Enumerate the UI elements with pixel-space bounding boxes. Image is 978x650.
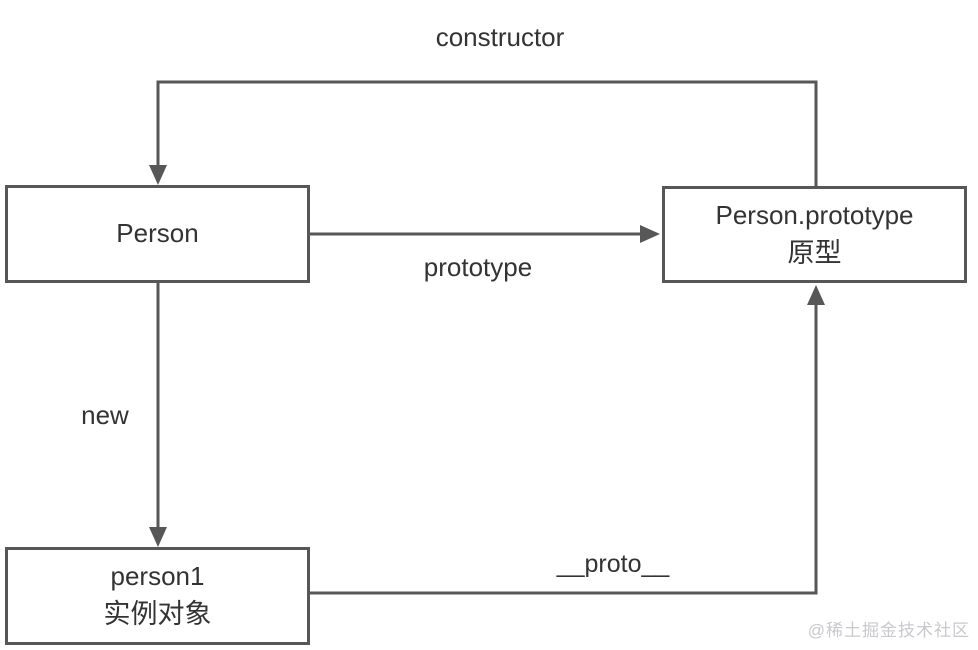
node-person-label: Person [116, 218, 199, 249]
edge-label-prototype: prototype [423, 252, 533, 282]
node-person1-label: person1 [110, 561, 205, 592]
watermark: @稀土掘金技术社区 [807, 621, 970, 640]
edge-label-constructor: constructor [435, 22, 565, 52]
node-person-prototype-label: Person.prototype [715, 199, 914, 230]
proto-arrowhead-icon [807, 285, 825, 305]
node-person: Person [5, 185, 310, 283]
node-person1: person1 实例对象 [5, 547, 310, 645]
constructor-arrow-line [156, 80, 818, 186]
new-arrowhead-icon [149, 527, 167, 547]
proto-arrow-line [310, 303, 818, 595]
edge-label-proto: __proto__ [556, 550, 670, 578]
node-person1-subtitle: 实例对象 [103, 599, 212, 630]
node-person-prototype-subtitle: 原型 [787, 237, 842, 268]
constructor-arrowhead-icon [149, 165, 167, 185]
node-person-prototype: Person.prototype 原型 [662, 186, 967, 283]
prototype-arrowhead-icon [640, 225, 660, 243]
edge-label-new: new [81, 400, 129, 430]
